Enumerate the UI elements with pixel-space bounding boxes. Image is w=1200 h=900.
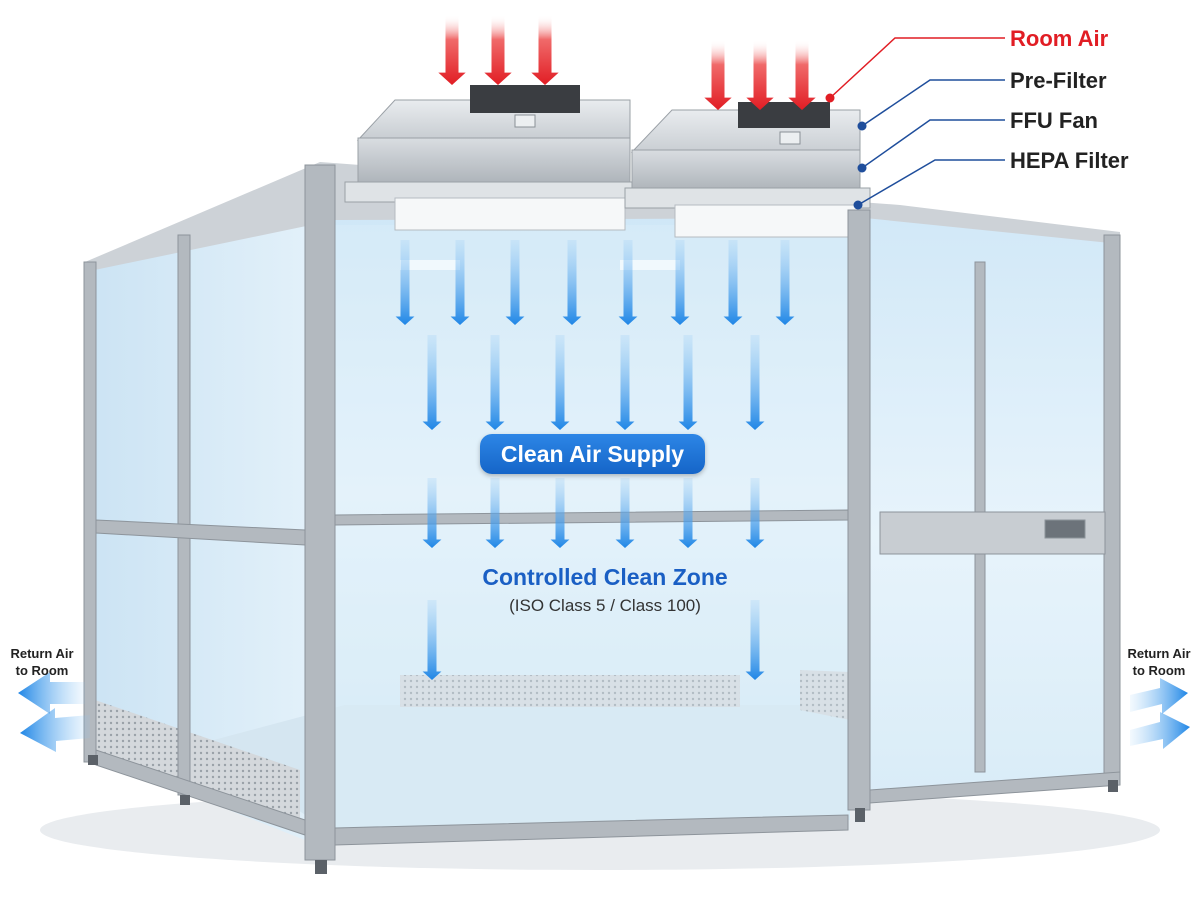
blue-down-arrow-icon <box>505 240 525 325</box>
blue-down-arrow-icon <box>723 240 743 325</box>
blue-down-arrow-icon <box>745 335 765 430</box>
blue-down-arrow-icon <box>485 335 505 430</box>
red-down-arrow-icon <box>438 15 466 85</box>
blue-down-arrow-icon <box>745 600 765 680</box>
blue-down-arrow-icon <box>550 478 570 548</box>
red-down-arrow-icon <box>531 15 559 85</box>
legend-room-air: Room Air <box>1010 26 1109 51</box>
return-air-grille <box>95 700 300 820</box>
red-down-arrow-icon <box>704 40 732 110</box>
blue-down-arrow-icon <box>678 335 698 430</box>
blue-down-arrow-icon <box>422 335 442 430</box>
return-air-label-left-line2: to Room <box>15 663 69 678</box>
blue-down-arrow-icon <box>550 335 570 430</box>
blue-outward-arrow-icon <box>18 672 85 714</box>
red-down-arrow-icon <box>484 15 512 85</box>
legend-hepa-filter: HEPA Filter <box>1010 148 1129 173</box>
legend-leaders <box>825 37 1005 210</box>
return-air-label-right-line1: Return Air <box>1127 646 1191 661</box>
return-air-arrows-left <box>18 672 90 752</box>
ceiling-light <box>400 260 460 270</box>
blue-down-arrow-icon <box>485 478 505 548</box>
blue-outward-arrow-icon <box>1130 712 1190 749</box>
blue-down-arrow-icon <box>450 240 470 325</box>
frame-feet <box>88 755 1118 874</box>
return-air-label-left-line1: Return Air <box>10 646 74 661</box>
blue-down-arrow-icon <box>395 240 415 325</box>
ffu-fan-grille-icon <box>470 85 580 113</box>
blue-outward-arrow-icon <box>1130 678 1188 714</box>
blue-down-arrow-icon <box>422 600 442 680</box>
blue-down-arrow-icon <box>422 478 442 548</box>
return-air-grille <box>800 670 850 720</box>
ffu-unit-left <box>344 85 636 231</box>
red-down-arrow-icon <box>788 40 816 110</box>
iso-class-subtitle: (ISO Class 5 / Class 100) <box>509 596 701 615</box>
return-air-label-right-line2: to Room <box>1132 663 1186 678</box>
blue-down-arrow-icon <box>670 240 690 325</box>
room-air-arrows <box>438 15 816 110</box>
blue-down-arrow-icon <box>615 478 635 548</box>
blue-down-arrow-icon <box>775 240 795 325</box>
return-air-arrows-right <box>1130 678 1190 749</box>
return-air-grille <box>400 675 740 707</box>
ffu-fan-grille-icon <box>738 102 830 128</box>
aluminium-frame <box>83 164 1121 861</box>
legend-ffu-fan: FFU Fan <box>1010 108 1098 133</box>
front-glass-wall <box>335 225 850 830</box>
cleanroom-floor <box>195 705 850 840</box>
return-air-label-right: Return Air to Room <box>1118 645 1200 679</box>
blue-down-arrow-icon <box>745 478 765 548</box>
blue-down-arrow-icon <box>618 240 638 325</box>
blue-outward-arrow-icon <box>20 708 90 752</box>
ffu-unit-right <box>624 102 871 238</box>
left-glass-wall <box>90 165 330 850</box>
blue-down-arrow-icon <box>562 240 582 325</box>
red-down-arrow-icon <box>746 40 774 110</box>
ceiling-light <box>620 260 680 270</box>
controlled-clean-zone-title: Controlled Clean Zone <box>482 564 728 590</box>
clean-air-supply-label: Clean Air Supply <box>480 434 705 474</box>
legend-pre-filter: Pre-Filter <box>1010 68 1107 93</box>
return-air-label-left: Return Air to Room <box>2 645 82 679</box>
blue-down-arrow-icon <box>615 335 635 430</box>
clean-air-arrows <box>395 240 795 680</box>
blue-down-arrow-icon <box>678 478 698 548</box>
right-glass-wall <box>865 210 1120 800</box>
